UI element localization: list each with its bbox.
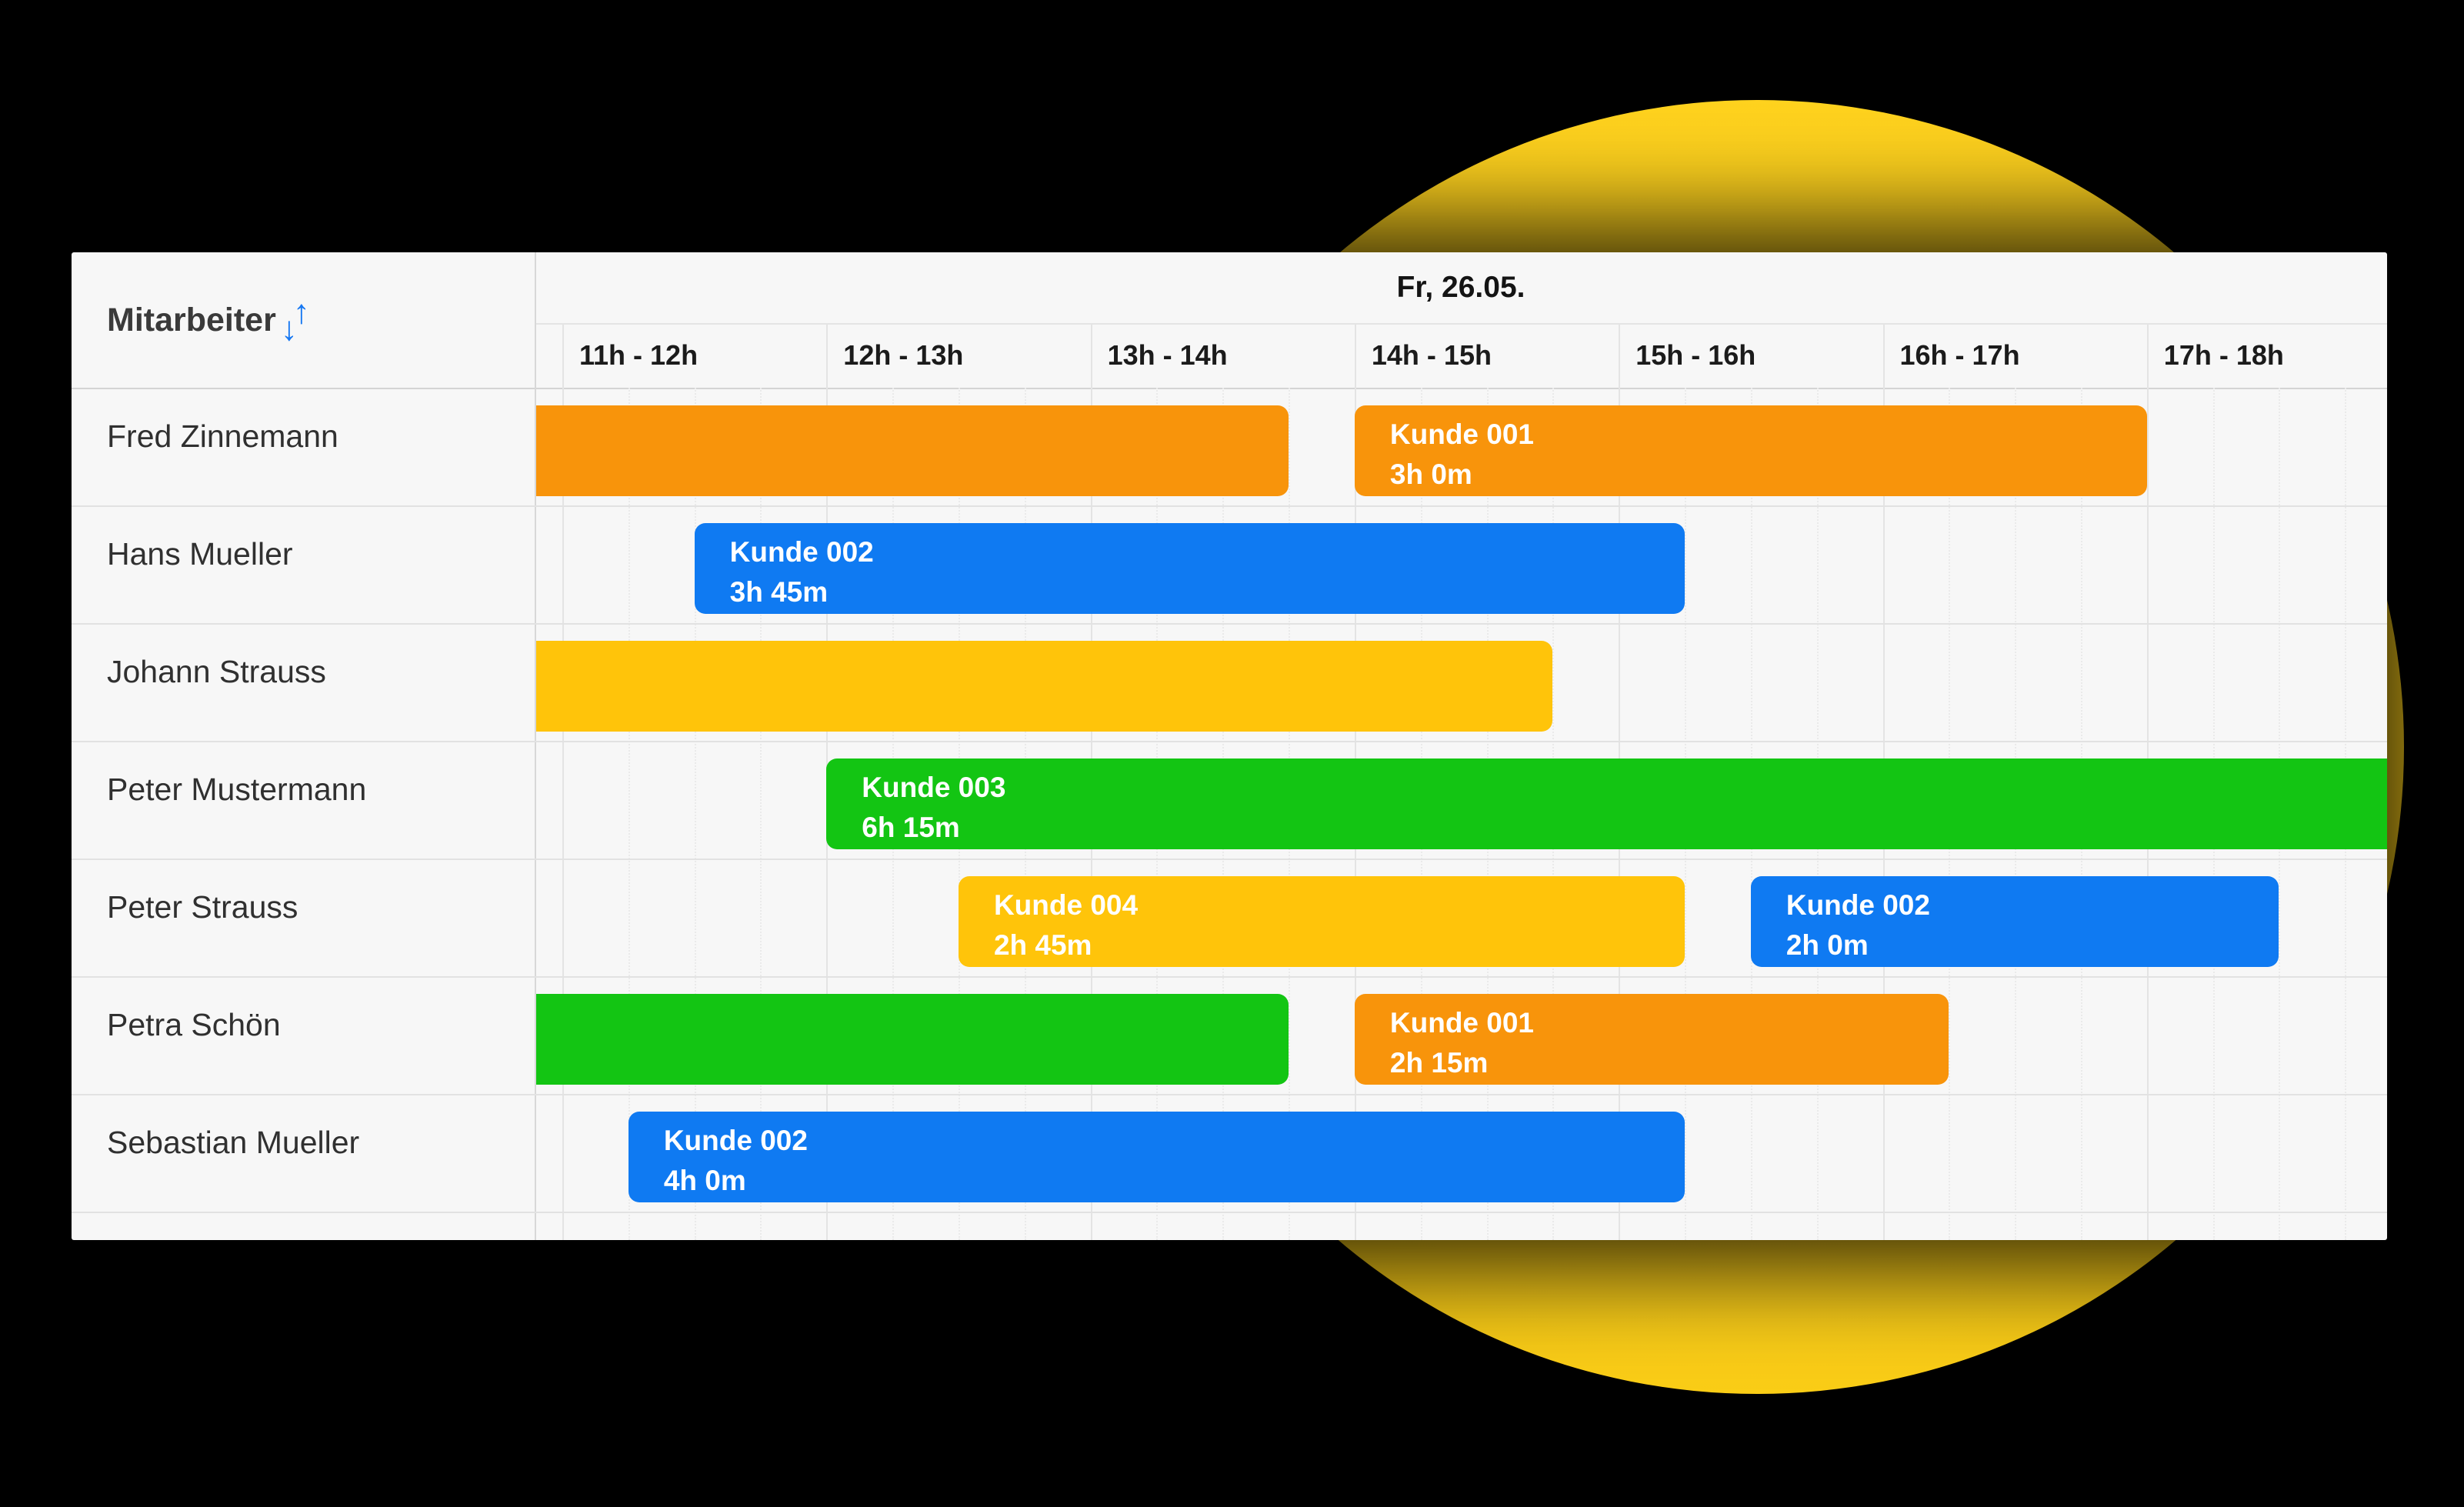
employee-row-label: Johann Strauss: [107, 654, 326, 689]
sort-icon[interactable]: ↓↑: [280, 293, 310, 348]
row-separator: [72, 1212, 2387, 1213]
employees-header-label: Mitarbeiter: [107, 301, 276, 338]
row-separator: [72, 976, 2387, 978]
appointment-bar[interactable]: Kunde 002 2h 0m: [1750, 876, 2279, 967]
appointment-customer-label: Kunde 002: [729, 536, 874, 568]
hour-header-label: 17h - 18h: [2163, 339, 2284, 371]
appointment-bar[interactable]: Kunde 004 2h 45m: [958, 876, 1685, 967]
hour-header-label: 14h - 15h: [1371, 339, 1492, 371]
appointment-bar[interactable]: Kunde 001 2h 15m: [1354, 994, 1949, 1085]
hour-header-label: 11h - 12h: [579, 339, 699, 371]
hour-header-label: 16h - 17h: [1899, 339, 2020, 371]
quarter-hour-gridline: [628, 388, 630, 1240]
appointment-duration-label: 2h 15m: [1389, 1047, 1489, 1079]
hour-header-label: 13h - 14h: [1107, 339, 1228, 371]
divider: [72, 388, 2387, 389]
appointment-bar[interactable]: Kunde 002 4h 0m: [628, 1112, 1685, 1202]
appointment-duration-label: 3h 0m: [1389, 458, 1472, 490]
appointment-bar[interactable]: Kunde 002 3h 45m: [694, 523, 1685, 614]
appointment-duration-label: 2h 0m: [1785, 929, 1869, 961]
appointment-duration-label: 6h 15m: [862, 812, 960, 843]
hour-gridline: [562, 323, 564, 1240]
appointment-bar[interactable]: Kunde 003 6h 15m: [826, 759, 2387, 849]
quarter-hour-gridline: [694, 388, 696, 1240]
appointment-bar[interactable]: [535, 641, 1553, 732]
hour-header-label: 12h - 13h: [843, 339, 964, 371]
appointment-customer-label: Kunde 001: [1389, 418, 1535, 450]
row-separator: [72, 859, 2387, 860]
appointment-customer-label: Kunde 002: [1785, 889, 1930, 921]
employee-row-label: Sebastian Mueller: [107, 1125, 360, 1160]
appointment-customer-label: Kunde 004: [993, 889, 1139, 921]
date-header: Fr, 26.05.: [1396, 271, 1525, 304]
appointment-bar[interactable]: Kunde 001 3h 0m: [1354, 405, 2147, 496]
row-separator: [72, 623, 2387, 625]
employee-row-label: Peter Strauss: [107, 889, 298, 925]
appointment-bar[interactable]: [535, 994, 1289, 1085]
divider: [535, 323, 2387, 325]
employee-row-label: Peter Mustermann: [107, 772, 367, 807]
appointment-bar[interactable]: [535, 405, 1289, 496]
employee-row-label: Petra Schön: [107, 1007, 281, 1042]
hour-header-label: 15h - 16h: [1635, 339, 1756, 371]
appointment-customer-label: Kunde 003: [862, 772, 1006, 803]
scheduler-panel: Mitarbeiter ↓↑ Fr, 26.05. 11h - 12h 12h -…: [72, 252, 2387, 1240]
appointment-duration-label: 4h 0m: [663, 1165, 746, 1196]
appointment-duration-label: 3h 45m: [729, 576, 829, 608]
column-divider: [535, 252, 536, 1240]
row-separator: [72, 505, 2387, 507]
quarter-hour-gridline: [760, 388, 762, 1240]
appointment-customer-label: Kunde 001: [1389, 1007, 1535, 1039]
row-separator: [72, 1094, 2387, 1095]
employee-row-label: Fred Zinnemann: [107, 418, 338, 454]
appointment-customer-label: Kunde 002: [663, 1125, 808, 1156]
employee-row-label: Hans Mueller: [107, 536, 293, 572]
appointment-duration-label: 2h 45m: [993, 929, 1092, 961]
employees-column-header: Mitarbeiter ↓↑: [72, 252, 535, 388]
row-separator: [72, 741, 2387, 742]
